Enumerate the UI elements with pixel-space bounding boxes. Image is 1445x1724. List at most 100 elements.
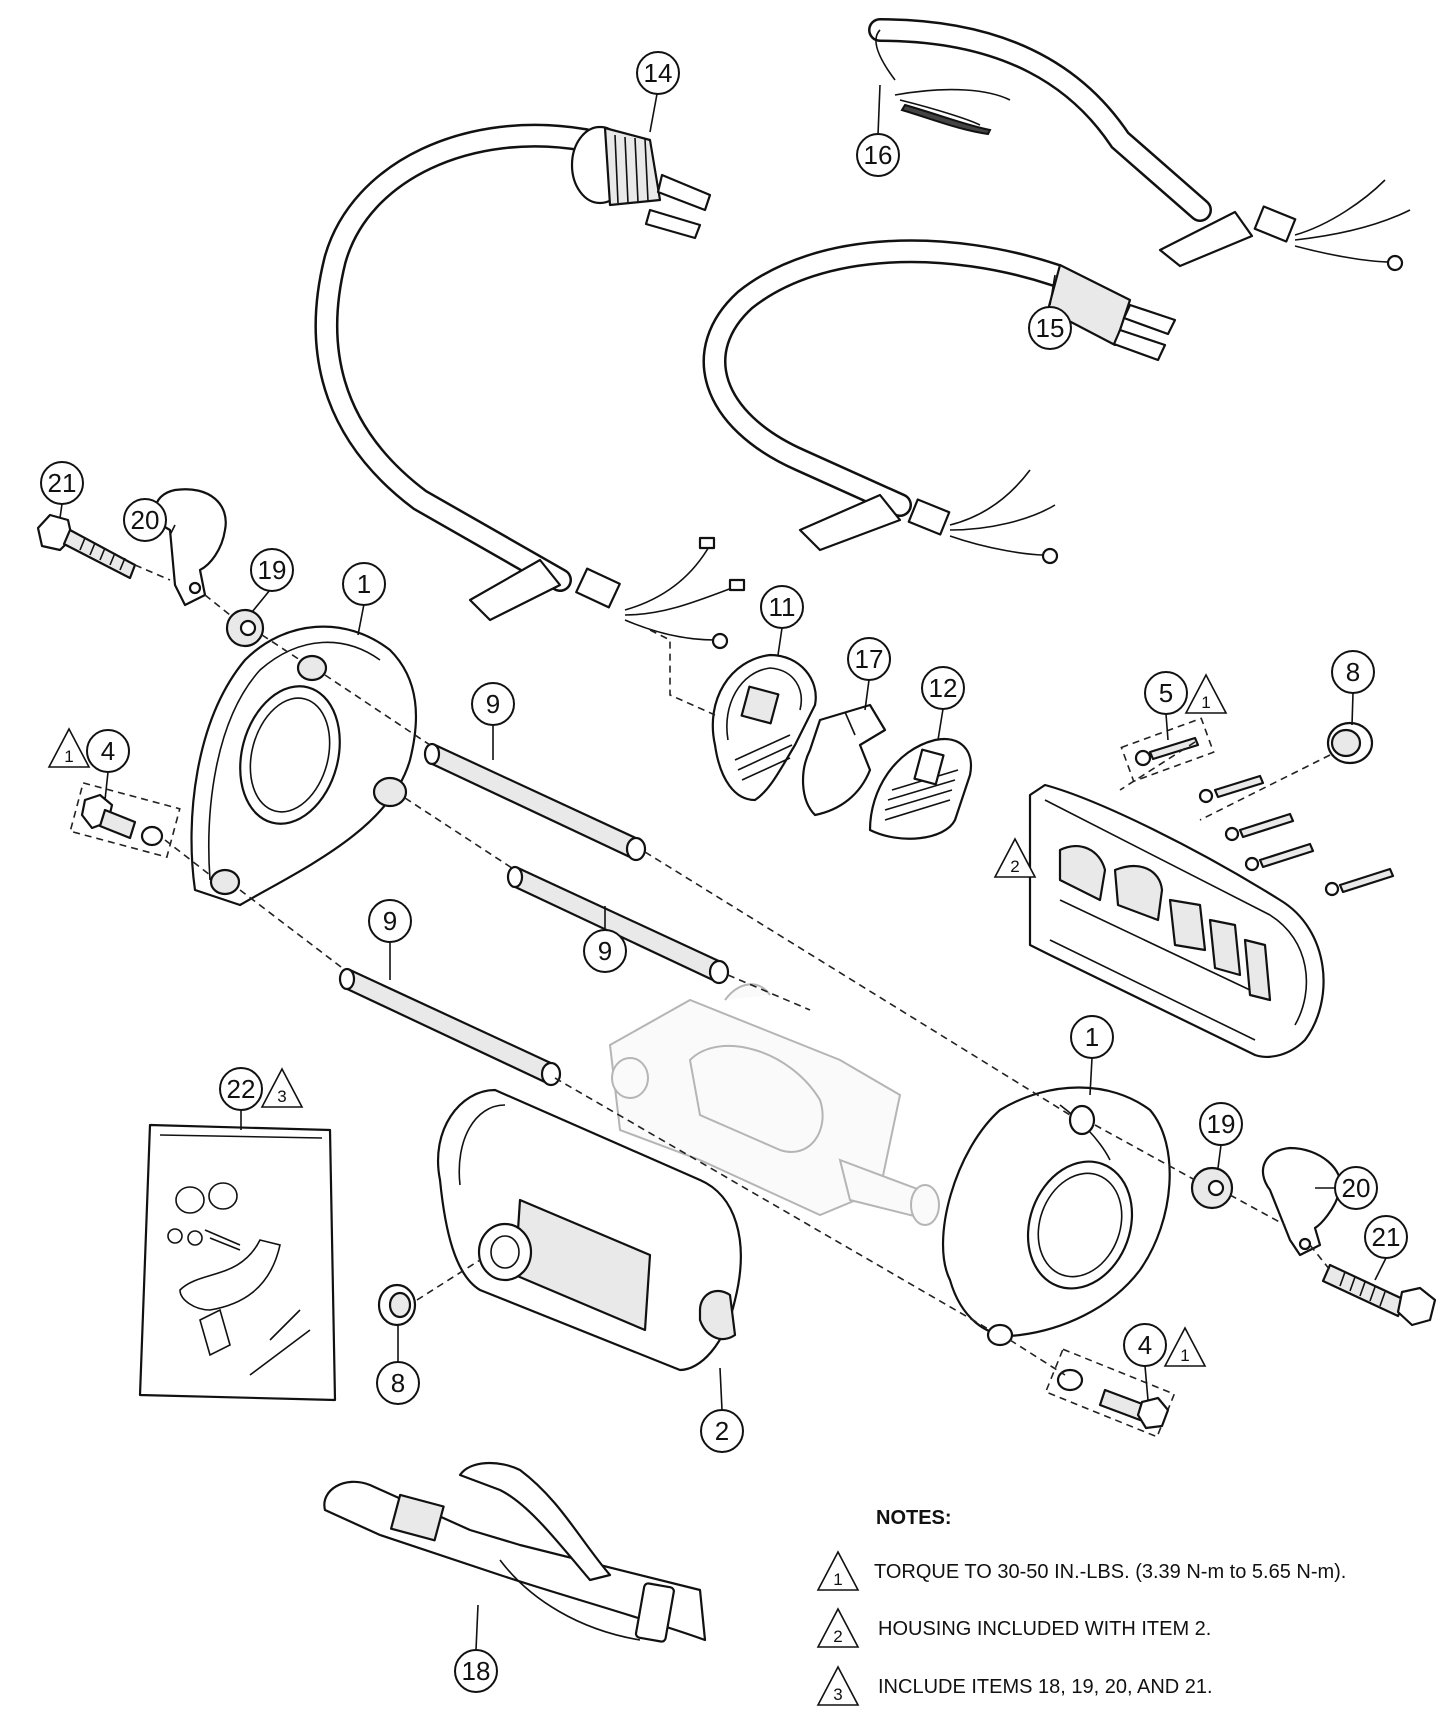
notes-title: NOTES: [876,1507,952,1529]
svg-text:9: 9 [598,936,612,966]
callout-4-right: 4 [1123,1323,1167,1367]
housing [1028,783,1325,1058]
svg-text:22: 22 [227,1074,256,1104]
end-cap-right-1 [942,1086,1171,1347]
motor-assembly [608,983,940,1226]
bolt-21-right [1321,1263,1437,1327]
svg-text:9: 9 [383,906,397,936]
svg-text:16: 16 [864,140,893,170]
spacer-17 [801,703,887,817]
note-3-mark: 3 [816,1665,860,1706]
svg-text:1: 1 [64,747,73,766]
bolt-4-right [1044,1348,1176,1438]
screws-5 [1120,717,1395,897]
switch-cover-12 [868,737,973,840]
svg-text:3: 3 [277,1087,286,1106]
svg-text:2: 2 [1010,857,1019,876]
callout-9-middle: 9 [583,929,627,973]
svg-text:4: 4 [1138,1330,1152,1360]
svg-text:21: 21 [48,468,77,498]
notes-block: NOTES: 1 TORQUE TO 30-50 IN.-LBS. (3.39 … [816,1507,1346,1706]
power-cord-14 [314,123,746,650]
svg-text:11: 11 [769,592,796,622]
svg-text:19: 19 [258,555,287,585]
note-2-text: HOUSING INCLUDED WITH ITEM 2. [878,1618,1211,1640]
note-2-mark: 2 [816,1607,860,1648]
power-cord-15 [702,239,1177,565]
svg-text:20: 20 [131,505,160,535]
callout-19-left: 19 [250,548,294,592]
callout-15: 15 [1028,306,1072,350]
hardware-kit-bag-22 [138,1123,337,1402]
rod-9-middle [506,865,730,985]
ring-20-right [1261,1146,1342,1257]
callout-8-top: 8 [1331,650,1375,694]
washer-19-left [225,608,265,648]
callout-14: 14 [636,51,680,95]
plug-14 [570,125,712,240]
svg-text:8: 8 [1346,657,1360,687]
svg-text:15: 15 [1036,313,1065,343]
callout-20-left: 20 [123,498,167,542]
callout-21-left: 21 [40,461,84,505]
callout-1-left: 1 [342,562,386,606]
svg-text:21: 21 [1372,1222,1401,1252]
note-triangle-4-right: 1 [1163,1326,1207,1367]
rod-9-top [423,742,647,862]
plug-8-bottom [377,1283,417,1327]
callout-16: 16 [856,133,900,177]
callout-12: 12 [921,666,965,710]
end-cap-left-1 [190,625,418,907]
washer-19-right [1190,1166,1234,1210]
rod-9-bottom [338,967,562,1087]
svg-text:4: 4 [101,736,115,766]
svg-text:2: 2 [715,1416,729,1446]
callout-2: 2 [700,1409,744,1453]
svg-text:8: 8 [391,1368,405,1398]
callout-19-right: 19 [1199,1102,1243,1146]
svg-text:1: 1 [1201,693,1210,712]
svg-text:1: 1 [1180,1346,1189,1365]
plug-15 [1046,263,1177,362]
svg-text:18: 18 [462,1656,491,1686]
svg-text:1: 1 [357,569,371,599]
svg-text:3: 3 [833,1685,842,1704]
svg-text:12: 12 [929,673,958,703]
callout-21-right: 21 [1364,1215,1408,1259]
callout-5: 5 [1144,671,1188,715]
leader-lines [59,84,1387,1651]
callout-22: 22 [219,1067,263,1111]
svg-text:20: 20 [1342,1173,1371,1203]
plug-8-top [1326,721,1374,765]
ring-20-left [154,488,227,607]
callout-18: 18 [454,1649,498,1693]
callout-11: 11 [760,585,804,629]
callout-9-bottom: 9 [368,899,412,943]
cord-16 [868,18,1411,272]
note-1-mark: 1 [816,1550,860,1591]
note-1-text: TORQUE TO 30-50 IN.-LBS. (3.39 N-m to 5.… [874,1561,1346,1583]
note-3-text: INCLUDE ITEMS 18, 19, 20, AND 21. [878,1676,1213,1698]
assembly-lines [134,564,1331,1376]
motor-shell-2 [437,1088,742,1372]
callout-1-right: 1 [1070,1015,1114,1059]
note-triangle-22: 3 [260,1067,304,1108]
strap-18 [323,1461,707,1643]
callout-20-right: 20 [1334,1166,1378,1210]
note-triangle-4-left: 1 [47,727,91,768]
bolt-21-left [36,513,137,580]
note-triangle-5: 1 [1184,673,1228,714]
svg-text:5: 5 [1159,678,1173,708]
switch-plate-11 [711,653,817,802]
svg-text:14: 14 [644,58,673,88]
callout-8-bottom: 8 [376,1361,420,1405]
note-triangle-housing: 2 [993,837,1037,878]
callout-4-left: 4 [86,729,130,773]
svg-text:1: 1 [833,1570,842,1589]
svg-text:2: 2 [833,1627,842,1646]
svg-text:9: 9 [486,689,500,719]
bolt-4-left [69,781,181,859]
svg-text:17: 17 [855,644,884,674]
svg-text:19: 19 [1207,1109,1236,1139]
